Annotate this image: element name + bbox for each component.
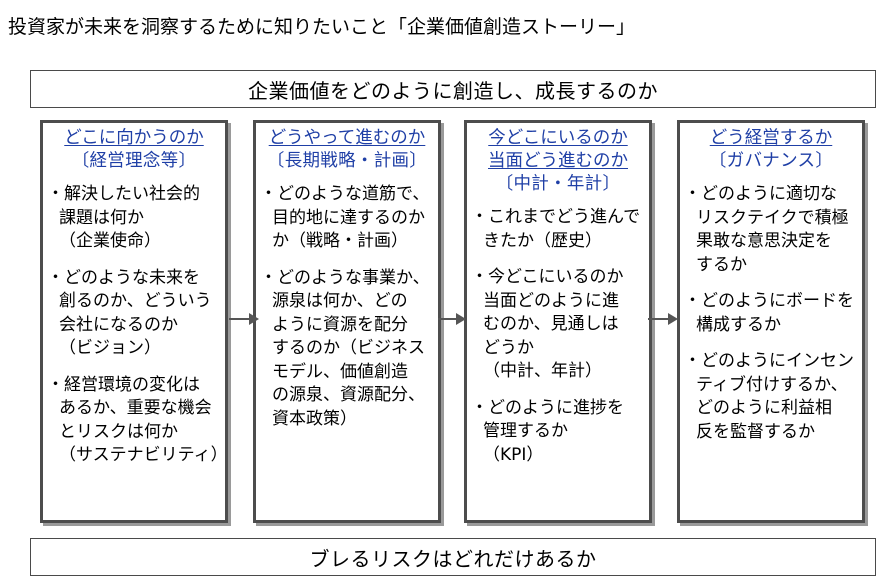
bullet-line: どのように利益相 [696, 398, 832, 418]
column-items: ・解決したい社会的課題は何か （企業使命） ・どのような未来を創るのか、どういう会社… [43, 173, 228, 468]
column-3: 今どこにいるのか当面どう進むのか〔中計・年計〕・これまでどう進んできたか（歴史）… [464, 120, 652, 523]
bullet-line: （KPI） [483, 444, 544, 465]
bullet-line: 源泉は何か、どの [272, 291, 408, 311]
bullet-line: ように資源を配分 [272, 314, 408, 335]
bullet-line: ・経営環境の変化は [47, 374, 200, 395]
column-title: 今どこにいるのか [488, 128, 628, 148]
column-heading: どう経営するか〔ガバナンス〕 [680, 123, 862, 173]
page-title: 投資家が未来を洞察するために知りたいこと「企業価値創造ストーリー」 [8, 16, 636, 38]
bullet-line: どうか [483, 337, 534, 358]
bullet-item: ・どのような道筋で、目的地に達するのかか（戦略・計画） [260, 183, 436, 254]
risk-banner: ブレるリスクはどれだけあるか [30, 538, 876, 576]
bullet-line: ・どのような道筋で、 [260, 184, 430, 204]
bullet-line: 当面どのように進 [483, 290, 619, 311]
bullet-item: ・経営環境の変化はあるか、重要な機会とリスクは何か （サステナビリティ） [47, 374, 228, 468]
bullet-line: 反を監督するか [696, 421, 815, 442]
bullet-line: ・今どこにいるのか [471, 267, 624, 287]
bullet-line: か（戦略・計画） [272, 231, 408, 251]
bullet-line: きたか（歴史） [483, 230, 602, 251]
bullet-item: ・どのようにインセンティブ付けするか、どのように利益相反を監督するか [684, 350, 860, 444]
bullet-item: ・どのようにボードを構成するか [684, 290, 860, 337]
bullet-line: （サステナビリティ） [59, 445, 228, 465]
column-heading: 今どこにいるのか当面どう進むのか〔中計・年計〕 [467, 123, 649, 196]
column-title: どうやって進むのか [268, 128, 426, 148]
bullet-item: ・どのような事業か、源泉は何か、どのように資源を配分するのか（ビジネスモデル、価… [260, 267, 436, 432]
bullet-line: するのか（ビジネス [272, 338, 425, 358]
bullet-item: ・これまでどう進んできたか（歴史） [471, 206, 647, 253]
bullet-line: ティブ付けするか、 [696, 374, 848, 395]
bullet-line: ・どのように進捗を [471, 397, 624, 418]
column-title: どう経営するか [709, 128, 833, 148]
bullet-line: ・解決したい社会的 [47, 184, 200, 204]
right-arrow-icon [648, 313, 678, 325]
column-subtitle: 〔長期戦略・計画〕 [266, 151, 428, 171]
bullet-line: ・どのようにボードを [684, 291, 854, 311]
value-creation-banner: 企業価値をどのように創造し、成長するのか [30, 70, 876, 108]
bullet-line: （企業使命） [59, 231, 161, 251]
column-heading: どうやって進むのか〔長期戦略・計画〕 [256, 123, 438, 173]
bullet-item: ・解決したい社会的課題は何か （企業使命） [47, 183, 223, 254]
bullet-line: 会社になるのか [59, 314, 178, 335]
bullet-line: リスクテイクで積極 [696, 207, 849, 228]
column-heading: どこに向かうのか〔経営理念等〕 [43, 123, 225, 173]
bullet-line: 管理するか [483, 421, 568, 441]
bullet-line: あるか、重要な機会 [59, 398, 212, 418]
right-arrow-icon [438, 313, 466, 325]
column-subtitle: 〔中計・年計〕 [495, 174, 621, 194]
column-items: ・これまでどう進んできたか（歴史） ・今どこにいるのか当面どのように進むのか、見通… [467, 196, 649, 467]
bullet-line: ・これまでどう進んで [471, 207, 641, 227]
bullet-line: むのか、見通しは [483, 314, 619, 334]
bullet-line: 目的地に達するのか [272, 207, 425, 228]
bullet-line: 資本政策） [272, 408, 357, 429]
column-4: どう経営するか〔ガバナンス〕・どのように適切なリスクテイクで積極果敢な意思決定を… [677, 120, 865, 523]
bullet-line: とリスクは何か [59, 421, 178, 442]
bullet-item: ・どのように進捗を管理するか （KPI） [471, 397, 647, 468]
arrow-3 [648, 312, 678, 326]
column-1: どこに向かうのか〔経営理念等〕・解決したい社会的課題は何か （企業使命） ・どのよう… [40, 120, 228, 523]
arrow-1 [229, 312, 259, 326]
bullet-line: するか [696, 254, 747, 275]
bullet-line: モデル、価値創造 [272, 361, 408, 382]
column-items: ・どのように適切なリスクテイクで積極果敢な意思決定をするか・どのようにボードを構… [680, 173, 862, 444]
bullet-line: （ビジョン） [59, 338, 161, 358]
bullet-line: 課題は何か [59, 207, 144, 228]
right-arrow-icon [229, 313, 259, 325]
bullet-line: ・どのような事業か、 [260, 267, 430, 288]
arrow-2 [438, 312, 466, 326]
bullet-line: 構成するか [696, 314, 781, 335]
bullet-line: 創るのか、どういう [59, 291, 212, 311]
column-subtitle: 〔ガバナンス〕 [708, 151, 834, 171]
column-title: どこに向かうのか [64, 128, 204, 148]
bullet-line: （中計、年計） [483, 361, 602, 381]
column-items: ・どのような道筋で、目的地に達するのかか（戦略・計画） ・どのような事業か、源泉は… [256, 173, 438, 431]
bullet-line: 果敢な意思決定を [696, 231, 832, 251]
bullet-item: ・どのように適切なリスクテイクで積極果敢な意思決定をするか [684, 183, 860, 277]
bullet-line: ・どのように適切な [684, 184, 837, 204]
bullet-line: ・どのようにインセン [684, 351, 854, 371]
bullet-item: ・今どこにいるのか当面どのように進むのか、見通しはどうか （中計、年計） [471, 266, 647, 384]
bullet-line: の源泉、資源配分、 [272, 385, 425, 405]
bullet-item: ・どのような未来を創るのか、どういう会社になるのか （ビジョン） [47, 267, 223, 361]
column-title: 当面どう進むのか [488, 151, 628, 171]
bullet-line: ・どのような未来を [47, 267, 200, 288]
column-subtitle: 〔経営理念等〕 [71, 151, 197, 171]
column-2: どうやって進むのか〔長期戦略・計画〕・どのような道筋で、目的地に達するのかか（戦… [253, 120, 441, 523]
